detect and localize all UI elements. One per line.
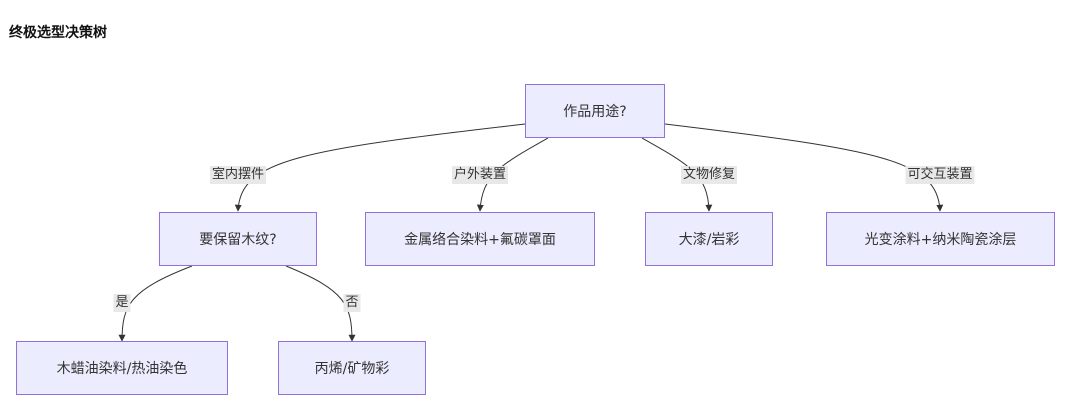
node-outdoor: 金属络合染料+氟碳罩面 [365,212,595,266]
node-root: 作品用途? [525,84,665,138]
diagram-title: 终极选型决策树 [9,25,107,41]
node-wood-yes: 木蜡油染料/热油染色 [16,341,228,395]
node-wood-no: 丙烯/矿物彩 [278,341,426,395]
edge-label-indoor: 室内摆件 [209,166,267,184]
edge-wood-no [285,265,356,342]
node-interactive: 光变涂料+纳米陶瓷涂层 [826,212,1055,266]
edge-label-no: 否 [343,294,361,312]
edge-root-to-indoor [234,123,526,212]
node-wood-question: 要保留木纹? [159,212,317,266]
edge-label-interactive: 可交互装置 [905,166,975,184]
edge-label-heritage: 文物修复 [680,166,738,184]
node-heritage: 大漆/岩彩 [645,212,773,266]
edge-label-yes: 是 [113,294,131,312]
edge-label-outdoor: 户外装置 [451,166,509,184]
edge-wood-yes [118,265,193,342]
edge-root-to-interactive [664,123,944,212]
